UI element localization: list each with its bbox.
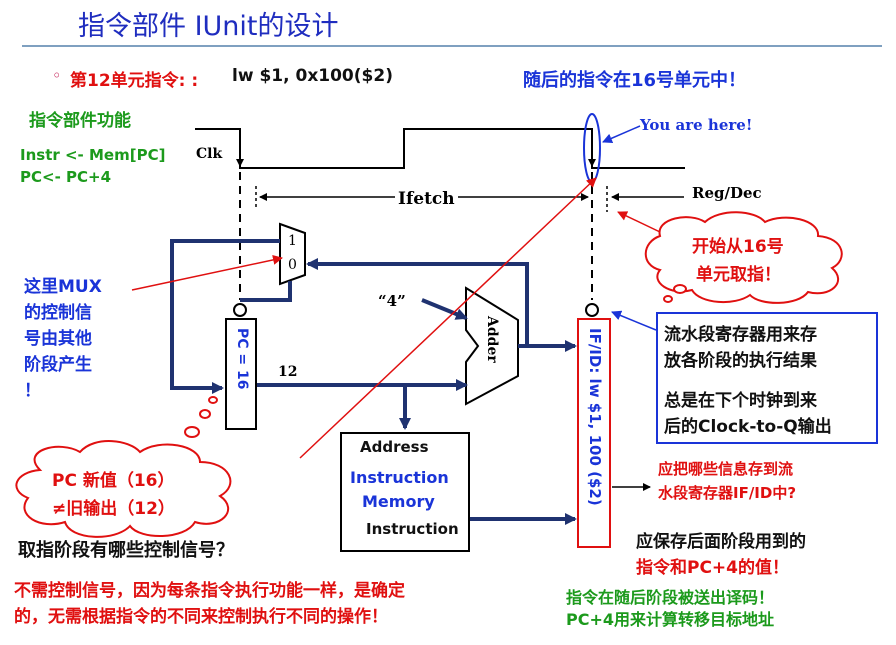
store-answer-line2: 指令和PC+4的值！ [636, 558, 790, 578]
mux-control-note: 这里MUX 的控制信 号由其他 阶段产生 ！ [24, 277, 102, 401]
clk-label: Clk [196, 146, 223, 162]
func-line-instr: Instr <- Mem[PC] [20, 146, 166, 164]
note-pc4-branch: PC+4用来计算转移目标地址 [566, 610, 775, 629]
bus-width-label: 12 [278, 364, 298, 380]
ifetch-label: Ifetch [398, 189, 455, 209]
control-signal-answer-2: 的，无需根据指令的不同来控制执行不同的操作！ [14, 607, 388, 627]
imem-address-port: Address [360, 438, 429, 456]
start-cloud [644, 211, 843, 304]
store-question-line1: 应把哪些信息存到流 [658, 460, 794, 478]
regdec-label: Reg/Dec [692, 184, 762, 202]
note-instr-decode: 指令在随后阶段被送出译码！ [566, 588, 775, 607]
pc-cloud [15, 396, 232, 538]
instr-label: 第12单元指令: : [70, 71, 199, 91]
mux-input-0: 0 [288, 257, 297, 273]
pc-cloud-line2: ≠旧输出（12） [52, 499, 175, 519]
store-question-line2: 水段寄存器IF/ID中? [658, 484, 797, 502]
bullet: ◦ [52, 66, 62, 85]
next-instr-note: 随后的指令在16号单元中！ [523, 70, 747, 91]
control-signal-question: 取指阶段有哪些控制信号？ [18, 540, 234, 561]
page-title: 指令部件 IUnit的设计 [78, 11, 339, 42]
if-id-label: IF/ID: lw $1, 100 ($2) [586, 328, 604, 506]
red-pointer-line [299, 177, 597, 459]
func-line-pc: PC<- PC+4 [20, 168, 112, 186]
imem-output-port: Instruction [366, 520, 459, 538]
pc-cloud-line1: PC 新值（16） [52, 471, 175, 491]
adder-label: Adder [484, 316, 500, 363]
pc-register: PC = 16 [225, 318, 257, 430]
pc-register-label: PC = 16 [234, 328, 250, 390]
mux-input-1: 1 [288, 233, 297, 249]
control-signal-answer-1: 不需控制信号，因为每条指令执行功能一样，是确定 [14, 581, 405, 601]
start-cloud-line1: 开始从16号 [692, 237, 784, 257]
func-title: 指令部件功能 [29, 111, 131, 131]
clock-waveform [195, 128, 685, 169]
if-id-register: IF/ID: lw $1, 100 ($2) [577, 318, 611, 548]
pipeline-register-note: 流水段寄存器用来存 放各阶段的执行结果 总是在下个时钟到来 后的Clock-to… [656, 312, 878, 444]
you-are-here-label: You are here! [640, 116, 753, 134]
store-answer-line1: 应保存后面阶段用到的 [636, 532, 806, 552]
const-4-label: “4” [378, 292, 406, 310]
instr-text: lw $1, 0x100($2) [232, 66, 393, 86]
start-cloud-line2: 单元取指！ [696, 265, 781, 285]
imem-name-line1: Instruction [350, 468, 449, 487]
title-divider [22, 45, 882, 47]
instruction-memory: Address Instruction Memory Instruction [340, 432, 470, 552]
imem-name-line2: Memory [362, 492, 435, 511]
